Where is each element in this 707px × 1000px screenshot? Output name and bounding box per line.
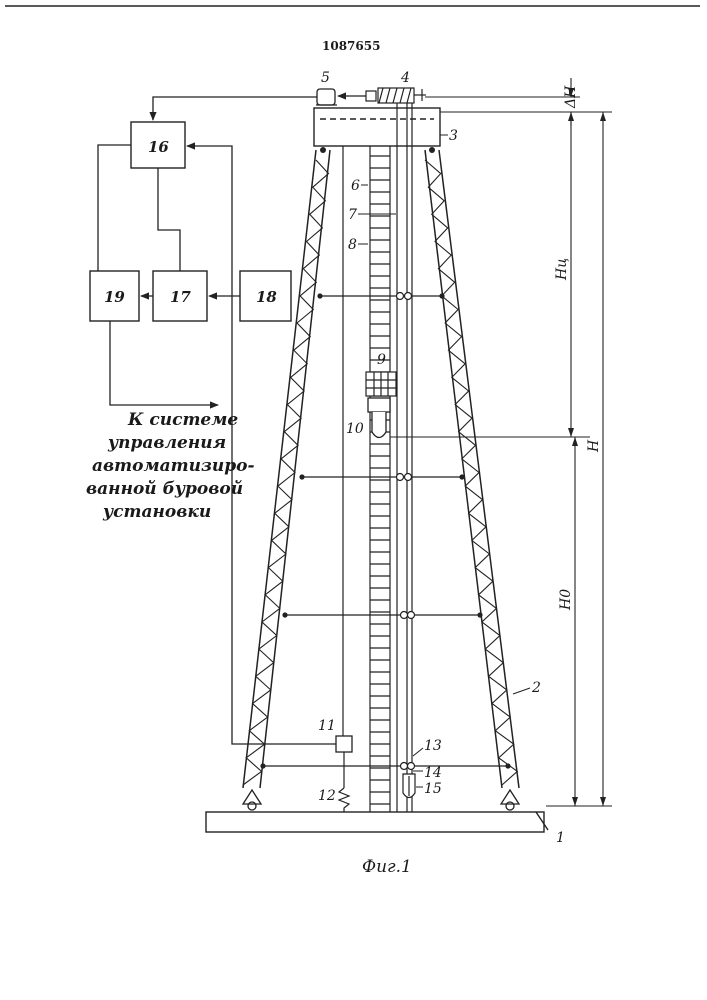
part-label-10: 10 [346, 421, 364, 437]
sensor-5 [316, 89, 337, 105]
dim-label-h: H [586, 439, 602, 453]
dim-label-h0: H0 [558, 589, 574, 611]
figure-caption: Фиг.1 [362, 857, 412, 877]
block-18-label: 18 [256, 288, 277, 306]
block-19-label: 19 [104, 288, 125, 306]
note-line-3: автоматизиро- [92, 456, 255, 476]
base-platform [206, 812, 548, 832]
part-label-9: 9 [377, 352, 386, 368]
crown-block [314, 108, 440, 146]
part-label-14: 14 [424, 765, 442, 781]
note-line-4: ванной буровой [86, 479, 243, 499]
part-label-7: 7 [348, 207, 357, 223]
leader-2 [513, 688, 530, 694]
patent-number: 1087655 [322, 39, 380, 53]
block-17-label: 17 [170, 288, 191, 306]
block-16-label: 16 [148, 138, 169, 156]
pipe-stand [370, 146, 390, 812]
part-label-2: 2 [531, 680, 541, 696]
part-label-12: 12 [318, 788, 336, 804]
leg-supports [243, 790, 519, 810]
load-cell-11 [336, 736, 352, 752]
top-drive-4 [366, 88, 426, 103]
part-label-6: 6 [351, 178, 360, 194]
derrick-lattice [243, 160, 517, 785]
dim-label-delta-h: ΔH [563, 85, 579, 109]
sensor-15 [403, 774, 415, 798]
elevator-9 [366, 372, 396, 396]
note-line-5: установки [102, 502, 211, 522]
part-label-1: 1 [556, 830, 565, 846]
spring-12 [339, 752, 349, 812]
rods [397, 100, 412, 812]
part-label-5: 5 [321, 70, 330, 86]
leg-top-joints [320, 147, 435, 153]
part-label-15: 15 [424, 781, 442, 797]
note-line-2: управления [107, 433, 226, 453]
part-label-13: 13 [424, 738, 442, 754]
part-label-4: 4 [400, 70, 410, 86]
dim-label-h-c: Hц [554, 258, 570, 281]
part-label-3: 3 [449, 128, 458, 144]
dimension-lines [390, 78, 612, 806]
note-line-1: К системе [127, 410, 238, 430]
part-label-8: 8 [348, 237, 357, 253]
derrick-left-leg [243, 150, 330, 788]
part-label-11: 11 [318, 718, 336, 734]
